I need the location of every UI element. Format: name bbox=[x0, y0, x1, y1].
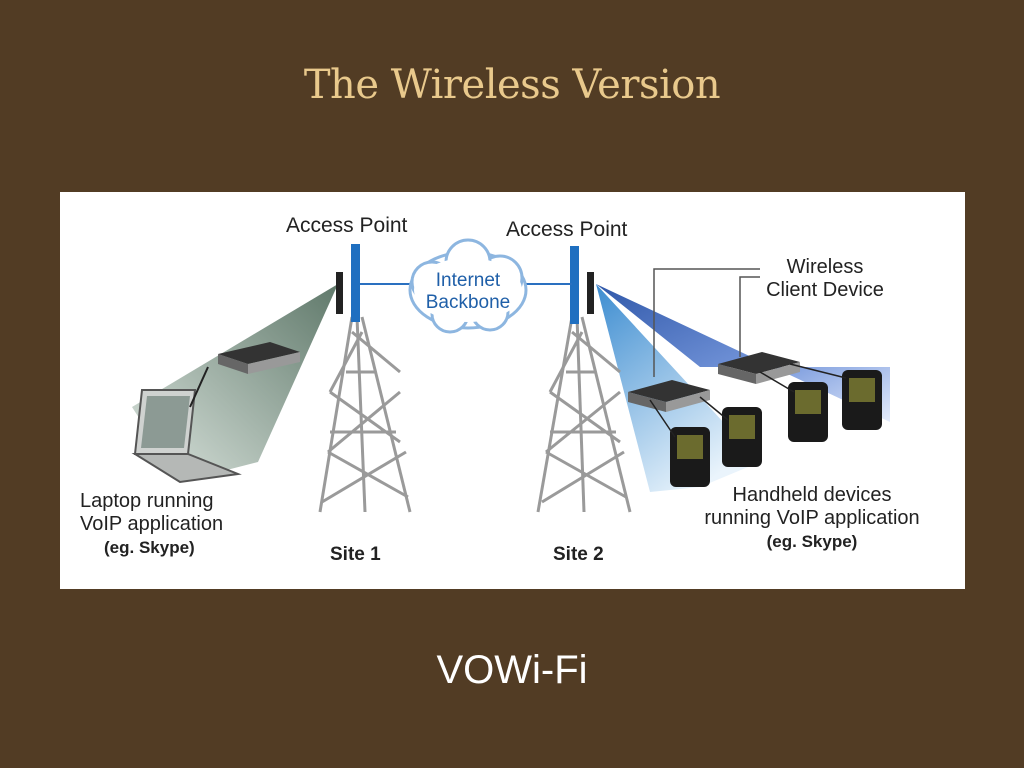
laptop-label-line3: (eg. Skype) bbox=[104, 538, 195, 557]
handheld-label-line3: (eg. Skype) bbox=[766, 532, 858, 551]
handheld-1-icon bbox=[670, 427, 710, 487]
cloud-label-line1: Internet bbox=[435, 270, 501, 291]
laptop-label: Laptop running VoIP application (eg. Sky… bbox=[80, 490, 223, 558]
diagram-graphics bbox=[131, 238, 890, 513]
handheld-label-line1: Handheld devices bbox=[732, 484, 892, 506]
site1-antenna-icon bbox=[351, 244, 360, 322]
handheld-label-line2: running VoIP application bbox=[704, 507, 920, 529]
laptop-label-line2: VoIP application bbox=[80, 513, 224, 535]
site1-tower-icon bbox=[318, 316, 412, 513]
site1-label: Site 1 bbox=[330, 544, 381, 565]
handheld-4-icon bbox=[842, 370, 882, 430]
access-point-label-right: Access Point bbox=[506, 218, 628, 241]
wireless-network-diagram: Access Point Access Point Internet Backb… bbox=[60, 192, 965, 589]
site2-label: Site 2 bbox=[553, 544, 604, 565]
handheld-3-icon bbox=[788, 382, 828, 442]
site1-panel-icon bbox=[336, 272, 343, 314]
laptop-label-line1: Laptop running bbox=[80, 490, 214, 512]
handheld-label: Handheld devices running VoIP applicatio… bbox=[682, 484, 942, 552]
site1-router-icon bbox=[218, 342, 300, 374]
site2-panel-icon bbox=[587, 272, 594, 314]
site2-router-a-icon bbox=[628, 380, 710, 412]
wireless-client-label: Wireless Client Device bbox=[750, 256, 900, 302]
handheld-2-icon bbox=[722, 407, 762, 467]
laptop-icon bbox=[131, 389, 242, 484]
cloud-label: Internet Backbone bbox=[418, 270, 518, 314]
footer-label: VOWi-Fi bbox=[436, 648, 588, 692]
access-point-label-left: Access Point bbox=[286, 214, 408, 237]
site2-tower-icon bbox=[536, 316, 632, 513]
site2-antenna-icon bbox=[570, 246, 579, 324]
wireless-client-line2: Client Device bbox=[766, 279, 884, 301]
cloud-label-line2: Backbone bbox=[425, 291, 511, 313]
site2-router-b-icon bbox=[718, 352, 800, 384]
wireless-client-line1: Wireless bbox=[786, 256, 864, 278]
cloud-icon bbox=[408, 238, 528, 334]
slide-title: The Wireless Version bbox=[303, 62, 721, 108]
